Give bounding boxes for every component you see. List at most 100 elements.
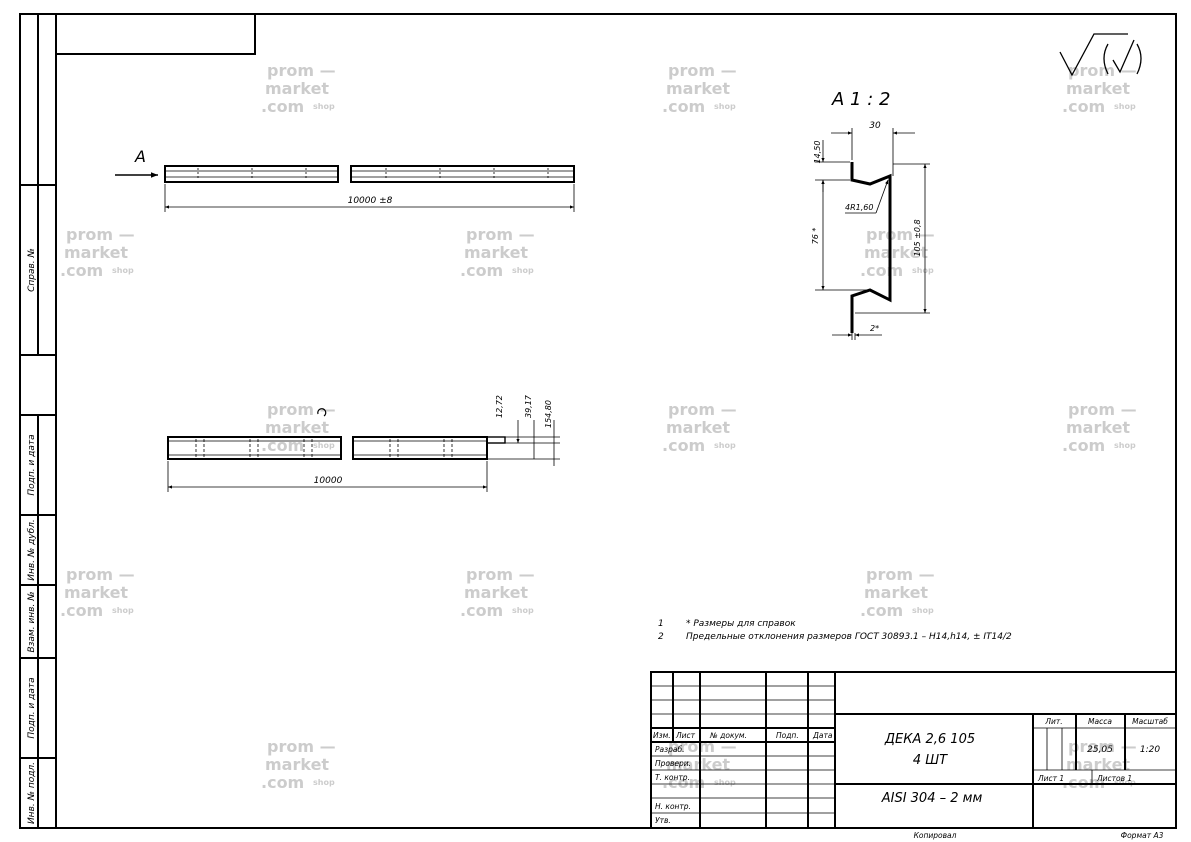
watermark-suffix: shop	[313, 441, 335, 450]
watermark-line-3: .com	[662, 97, 705, 116]
watermark: prom —market.com shop	[662, 400, 737, 455]
watermark-line-1: prom —	[466, 225, 535, 244]
dim-length-top: 10000 ±8	[348, 196, 393, 206]
watermark-line-1: prom —	[267, 61, 336, 80]
watermark-suffix: shop	[714, 441, 736, 450]
watermark-line-2: market	[265, 79, 329, 98]
watermark: prom —market.com shop	[860, 565, 935, 620]
watermark-line-2: market	[464, 583, 528, 602]
watermark-suffix: shop	[313, 102, 335, 111]
watermark-line-2: market	[64, 583, 128, 602]
watermark-suffix: shop	[912, 606, 934, 615]
watermark-suffix: shop	[112, 266, 134, 275]
note-1-text: * Размеры для справок	[686, 619, 796, 629]
watermark-line-3: .com	[1062, 97, 1105, 116]
section-title: A 1 : 2	[831, 89, 890, 110]
col-data: Дата	[812, 731, 833, 740]
watermark-line-2: market	[265, 755, 329, 774]
row-utv: Утв.	[655, 816, 671, 825]
watermark-line-3: .com	[662, 436, 705, 455]
watermark-line-1: prom —	[66, 565, 135, 584]
watermark-line-1: prom —	[66, 225, 135, 244]
watermark-line-3: .com	[460, 261, 503, 280]
dim-39-17: 39,17	[524, 394, 533, 418]
mass-label: Масса	[1088, 717, 1112, 726]
watermark-line-1: prom —	[668, 400, 737, 419]
row-razrab: Разраб.	[655, 745, 684, 754]
watermark-line-1: prom —	[866, 225, 935, 244]
watermark-suffix: shop	[512, 266, 534, 275]
watermark-line-2: market	[666, 79, 730, 98]
watermark-suffix: shop	[1114, 102, 1136, 111]
row-tkontr: Т. контр.	[655, 773, 690, 782]
watermark-line-2: market	[864, 583, 928, 602]
copied-label: Копировал	[914, 831, 957, 840]
watermark-line-3: .com	[261, 97, 304, 116]
watermark-line-1: prom —	[1068, 61, 1137, 80]
watermark: prom —market.com shop	[60, 565, 135, 620]
watermark-line-1: prom —	[1068, 400, 1137, 419]
col-list: Лист	[675, 731, 696, 740]
note-1-number: 1	[658, 619, 664, 629]
watermark-line-1: prom —	[866, 565, 935, 584]
view-arrow-label: A	[134, 147, 146, 166]
watermark-line-3: .com	[261, 436, 304, 455]
side-label-vzam-inv: Взам. инв. №	[27, 591, 37, 652]
watermark-line-3: .com	[1062, 436, 1105, 455]
dim-flange: 14,50	[813, 141, 822, 164]
watermark-line-1: prom —	[267, 400, 336, 419]
dim-radius: 4R1,60	[845, 203, 873, 212]
watermark-line-2: market	[464, 243, 528, 262]
watermark-suffix: shop	[714, 778, 736, 787]
watermark-line-3: .com	[860, 261, 903, 280]
watermark-suffix: shop	[112, 606, 134, 615]
watermark: prom —market.com shop	[860, 225, 935, 280]
watermark-suffix: shop	[912, 266, 934, 275]
sheet-label: Лист 1	[1037, 774, 1064, 783]
side-label-podp-data-1: Подп. и дата	[27, 434, 37, 495]
lit-label: Лит.	[1044, 717, 1062, 726]
watermark-line-1: prom —	[668, 61, 737, 80]
watermark-line-2: market	[1066, 755, 1130, 774]
watermark: prom —market.com shop	[261, 61, 336, 116]
col-izm: Изм.	[653, 731, 671, 740]
top-view: A 10000 ±8	[115, 147, 575, 212]
watermark-line-2: market	[666, 755, 730, 774]
watermark-line-3: .com	[460, 601, 503, 620]
format-label: Формат A3	[1121, 831, 1164, 840]
watermark-line-2: market	[864, 243, 928, 262]
sheet-frame	[19, 13, 1177, 829]
watermark-suffix: shop	[313, 778, 335, 787]
scale-label: Масштаб	[1132, 717, 1168, 726]
dim-length-front: 10000	[314, 476, 343, 486]
watermark-line-1: prom —	[1068, 737, 1137, 756]
watermark-line-3: .com	[662, 773, 705, 792]
col-doc: № докум.	[709, 731, 747, 740]
dim-thickness: 2*	[870, 324, 879, 333]
watermark-suffix: shop	[1114, 441, 1136, 450]
row-prov: Провери.	[655, 759, 691, 768]
part-material: AISI 304 – 2 мм	[881, 791, 983, 806]
part-name: ДЕКА 2,6 105	[884, 732, 975, 747]
watermark-line-3: .com	[60, 261, 103, 280]
watermark-line-3: .com	[60, 601, 103, 620]
watermark: prom —market.com shop	[261, 737, 336, 792]
watermark-line-2: market	[265, 418, 329, 437]
watermark: prom —market.com shop	[460, 225, 535, 280]
watermark-line-2: market	[666, 418, 730, 437]
dim-12-72: 12,72	[495, 395, 504, 418]
roughness-symbol	[1059, 33, 1142, 77]
watermark-line-3: .com	[1062, 773, 1105, 792]
watermark-line-3: .com	[860, 601, 903, 620]
scale-value: 1:20	[1140, 745, 1160, 755]
dim-height-outer: 105 ±0,8	[913, 219, 922, 256]
watermark-line-1: prom —	[267, 737, 336, 756]
side-label-sprav: Справ. №	[27, 248, 37, 292]
watermark-suffix: shop	[512, 606, 534, 615]
watermark-line-3: .com	[261, 773, 304, 792]
note-2-text: Предельные отклонения размеров ГОСТ 3089…	[686, 632, 1012, 642]
